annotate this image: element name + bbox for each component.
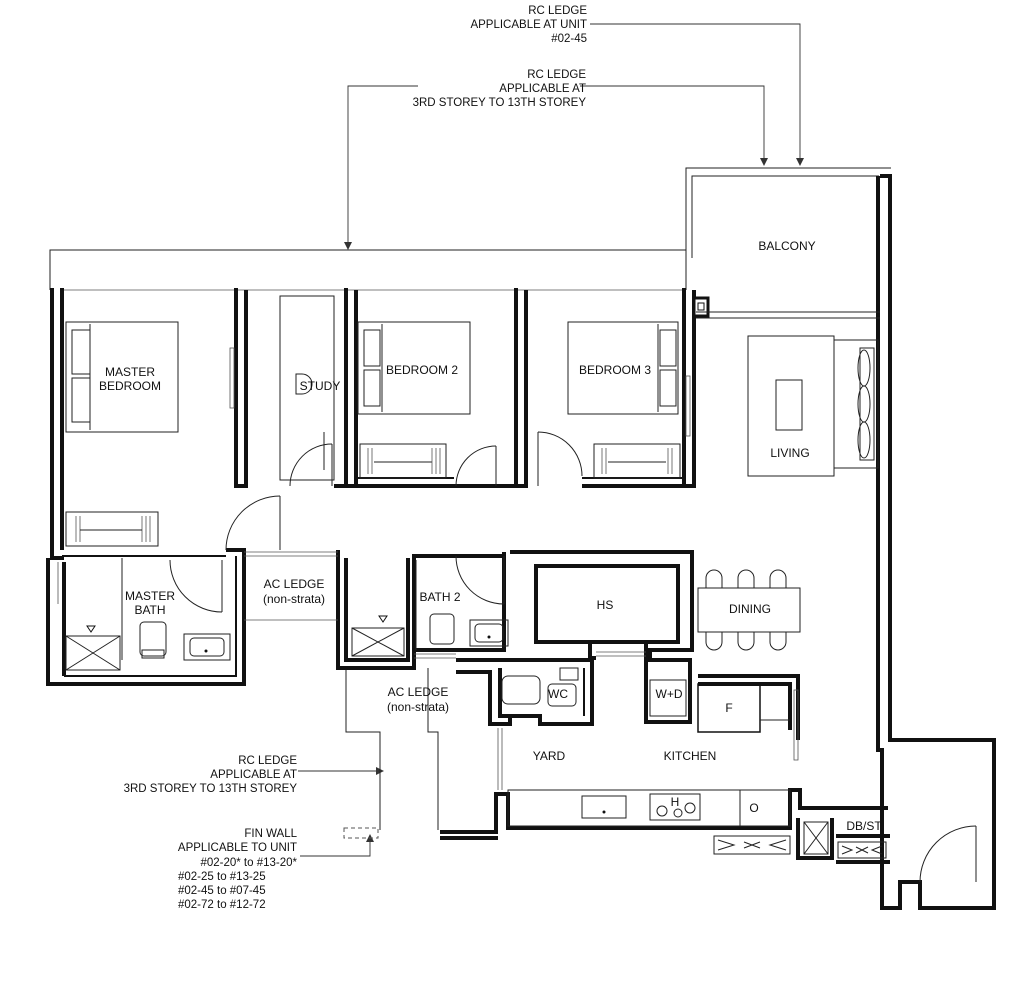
rc-ledge-unit-line-2: APPLICABLE AT UNIT xyxy=(470,19,587,31)
rc-ledge-top-line-3: 3RD STOREY TO 13TH STOREY xyxy=(413,97,587,109)
fin-wall-line-4: #02-25 to #13-25 xyxy=(178,871,266,883)
label-ac-ledge-top-2: (non-strata) xyxy=(263,592,325,606)
label-ac-ledge-top-1: AC LEDGE xyxy=(264,577,325,591)
label-master-bedroom-1: MASTER xyxy=(105,365,155,379)
rc-ledge-unit-line-1: RC LEDGE xyxy=(528,5,587,17)
fin-wall-line-1: FIN WALL xyxy=(244,828,297,840)
room-labels: BALCONY MASTER BEDROOM STUDY BEDROOM 2 B… xyxy=(99,239,882,833)
fin-wall-line-2: APPLICABLE TO UNIT xyxy=(178,842,297,854)
label-hs: HS xyxy=(597,598,614,612)
windows xyxy=(57,347,799,790)
label-study: STUDY xyxy=(300,379,341,393)
annotation-leaders xyxy=(298,23,804,857)
doors xyxy=(169,431,977,883)
label-oven: O xyxy=(749,801,758,815)
fin-wall-line-6: #02-72 to #12-72 xyxy=(178,899,266,911)
label-db-st: DB/ST xyxy=(846,819,882,833)
label-living: LIVING xyxy=(770,446,809,460)
label-dining: DINING xyxy=(729,602,771,616)
label-master-bedroom-2: BEDROOM xyxy=(99,379,161,393)
annotation-rc-ledge-storey-top: RC LEDGE APPLICABLE AT 3RD STOREY TO 13T… xyxy=(413,69,587,109)
fin-wall-line-3: #02-20* to #13-20* xyxy=(200,857,297,869)
walls xyxy=(46,174,996,910)
rc-ledge-top-line-1: RC LEDGE xyxy=(527,69,586,81)
label-kitchen: KITCHEN xyxy=(664,749,717,763)
label-hob: H xyxy=(671,795,680,809)
furniture xyxy=(65,295,887,859)
label-bedroom-2: BEDROOM 2 xyxy=(386,363,458,377)
label-yard: YARD xyxy=(533,749,566,763)
label-balcony: BALCONY xyxy=(758,239,815,253)
fin-wall-line-5: #02-45 to #07-45 xyxy=(178,885,266,897)
rc-ledge-bottom-line-3: 3RD STOREY TO 13TH STOREY xyxy=(124,783,298,795)
rc-ledge-unit-line-3: #02-45 xyxy=(551,33,587,45)
label-master-bath-1: MASTER xyxy=(125,589,175,603)
annotation-rc-ledge-unit: RC LEDGE APPLICABLE AT UNIT #02-45 xyxy=(470,5,587,45)
label-master-bath-2: BATH xyxy=(134,603,165,617)
label-bedroom-3: BEDROOM 3 xyxy=(579,363,651,377)
rc-ledge-bottom-line-1: RC LEDGE xyxy=(238,755,297,767)
label-wd: W+D xyxy=(656,687,683,701)
rc-ledge-bottom-line-2: APPLICABLE AT xyxy=(210,769,297,781)
label-bath-2: BATH 2 xyxy=(419,590,460,604)
ledges xyxy=(49,167,891,839)
label-wc: WC xyxy=(548,687,568,701)
rc-ledge-top-line-2: APPLICABLE AT xyxy=(499,83,586,95)
label-fridge: F xyxy=(725,701,732,715)
label-ac-ledge-bottom-2: (non-strata) xyxy=(387,700,449,714)
label-ac-ledge-bottom-1: AC LEDGE xyxy=(388,685,449,699)
annotation-fin-wall: FIN WALL APPLICABLE TO UNIT #02-20* to #… xyxy=(178,828,298,911)
annotation-rc-ledge-storey-bottom: RC LEDGE APPLICABLE AT 3RD STOREY TO 13T… xyxy=(124,755,298,795)
